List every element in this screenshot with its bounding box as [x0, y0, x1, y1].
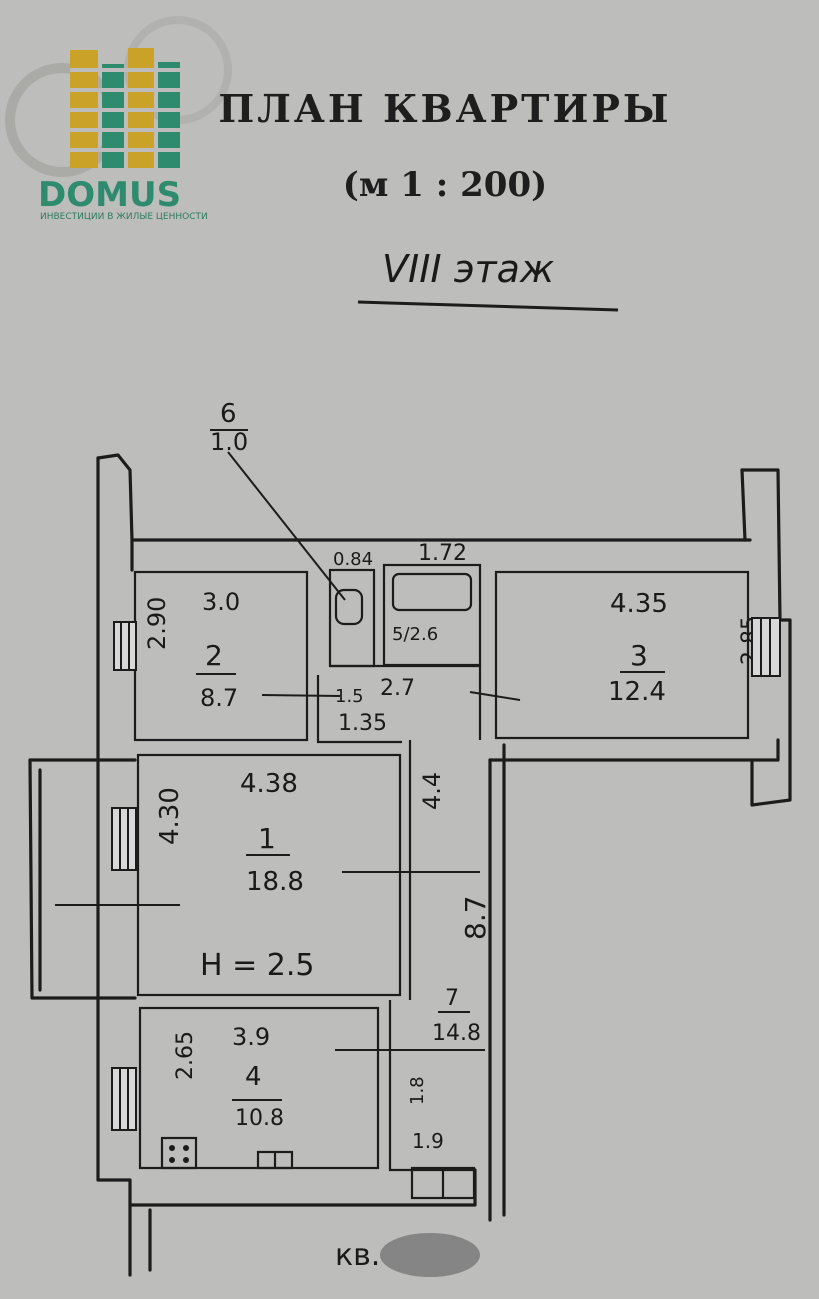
room-3: 4.35 3 12.4 2.85 [469, 570, 763, 740]
corridor-width-top: 2.7 [380, 676, 415, 701]
room-7: 8.7 7 14.8 1.8 1.9 [335, 895, 492, 1200]
floor-underline [357, 300, 619, 312]
corridor: 2.7 1.35 1.5 4.4 [261, 664, 482, 1172]
corridor-dim-b: 1.8 [407, 1076, 428, 1105]
corridor-dim-a: 1.5 [335, 686, 364, 707]
scale-label: (м 1 : 200) [343, 165, 547, 205]
corridor-width-bottom: 1.35 [338, 711, 387, 736]
page-title: ПЛАН КВАРТИРЫ [218, 86, 671, 131]
room-3-width: 4.35 [610, 589, 668, 619]
corridor-dim-c: 1.9 [412, 1129, 444, 1153]
room-4-width: 3.9 [232, 1023, 270, 1051]
domus-logo: DOMUS ИНВЕСТИЦИИ В ЖИЛЫЕ ЦЕННОСТИ [5, 16, 232, 222]
room-7-area: 14.8 [432, 1021, 481, 1046]
floor-label: VIII этаж [382, 247, 554, 291]
room-6-area: 1.0 [210, 428, 248, 456]
room-6-width: 0.84 [333, 549, 373, 570]
room-7-length: 8.7 [459, 895, 492, 940]
room-1-number: 1 [258, 822, 276, 855]
window-room-3 [751, 617, 781, 677]
room-4-area: 10.8 [235, 1106, 284, 1131]
stove-icon [160, 1136, 198, 1170]
building-icon [70, 48, 180, 168]
room-4: 3.9 4 10.8 2.65 [138, 1006, 380, 1170]
room-6: 0.84 6 1.0 [210, 399, 376, 668]
logo-tagline: ИНВЕСТИЦИИ В ЖИЛЫЕ ЦЕННОСТИ [40, 212, 208, 222]
redacted-apartment-number [380, 1233, 480, 1277]
room-6-number: 6 [220, 399, 237, 429]
room-2: 3.0 2.90 2 8.7 [133, 570, 309, 742]
room-1: 4.38 4.30 1 18.8 H = 2.5 [55, 753, 480, 997]
logo-brand-text: DOMUS [38, 175, 181, 215]
window-room-1 [111, 807, 137, 871]
room-2-depth: 2.90 [143, 597, 171, 650]
hall-length: 4.4 [418, 772, 446, 810]
room-3-area: 12.4 [608, 677, 666, 707]
room-1-height: H = 2.5 [200, 948, 314, 983]
window-room-4 [111, 1067, 137, 1131]
room-2-number: 2 [205, 639, 223, 672]
room-2-area: 8.7 [200, 684, 238, 712]
room-2-width: 3.0 [202, 588, 240, 616]
window-room-2 [113, 621, 137, 671]
room-4-depth: 2.65 [173, 1031, 198, 1080]
room-5-fraction: 5/2.6 [392, 624, 438, 645]
room-3-number: 3 [630, 639, 648, 672]
walls [28, 453, 792, 1277]
sink-icon [256, 1150, 294, 1170]
room-5: 1.72 5/2.6 [382, 541, 482, 667]
apartment-label: кв. [335, 1238, 380, 1273]
room-1-area: 18.8 [246, 867, 304, 897]
room-1-width: 4.38 [240, 769, 298, 799]
room-5-width: 1.72 [418, 541, 467, 566]
room-7-number: 7 [445, 986, 459, 1011]
room-1-depth: 4.30 [155, 787, 185, 845]
room-4-number: 4 [245, 1062, 262, 1092]
